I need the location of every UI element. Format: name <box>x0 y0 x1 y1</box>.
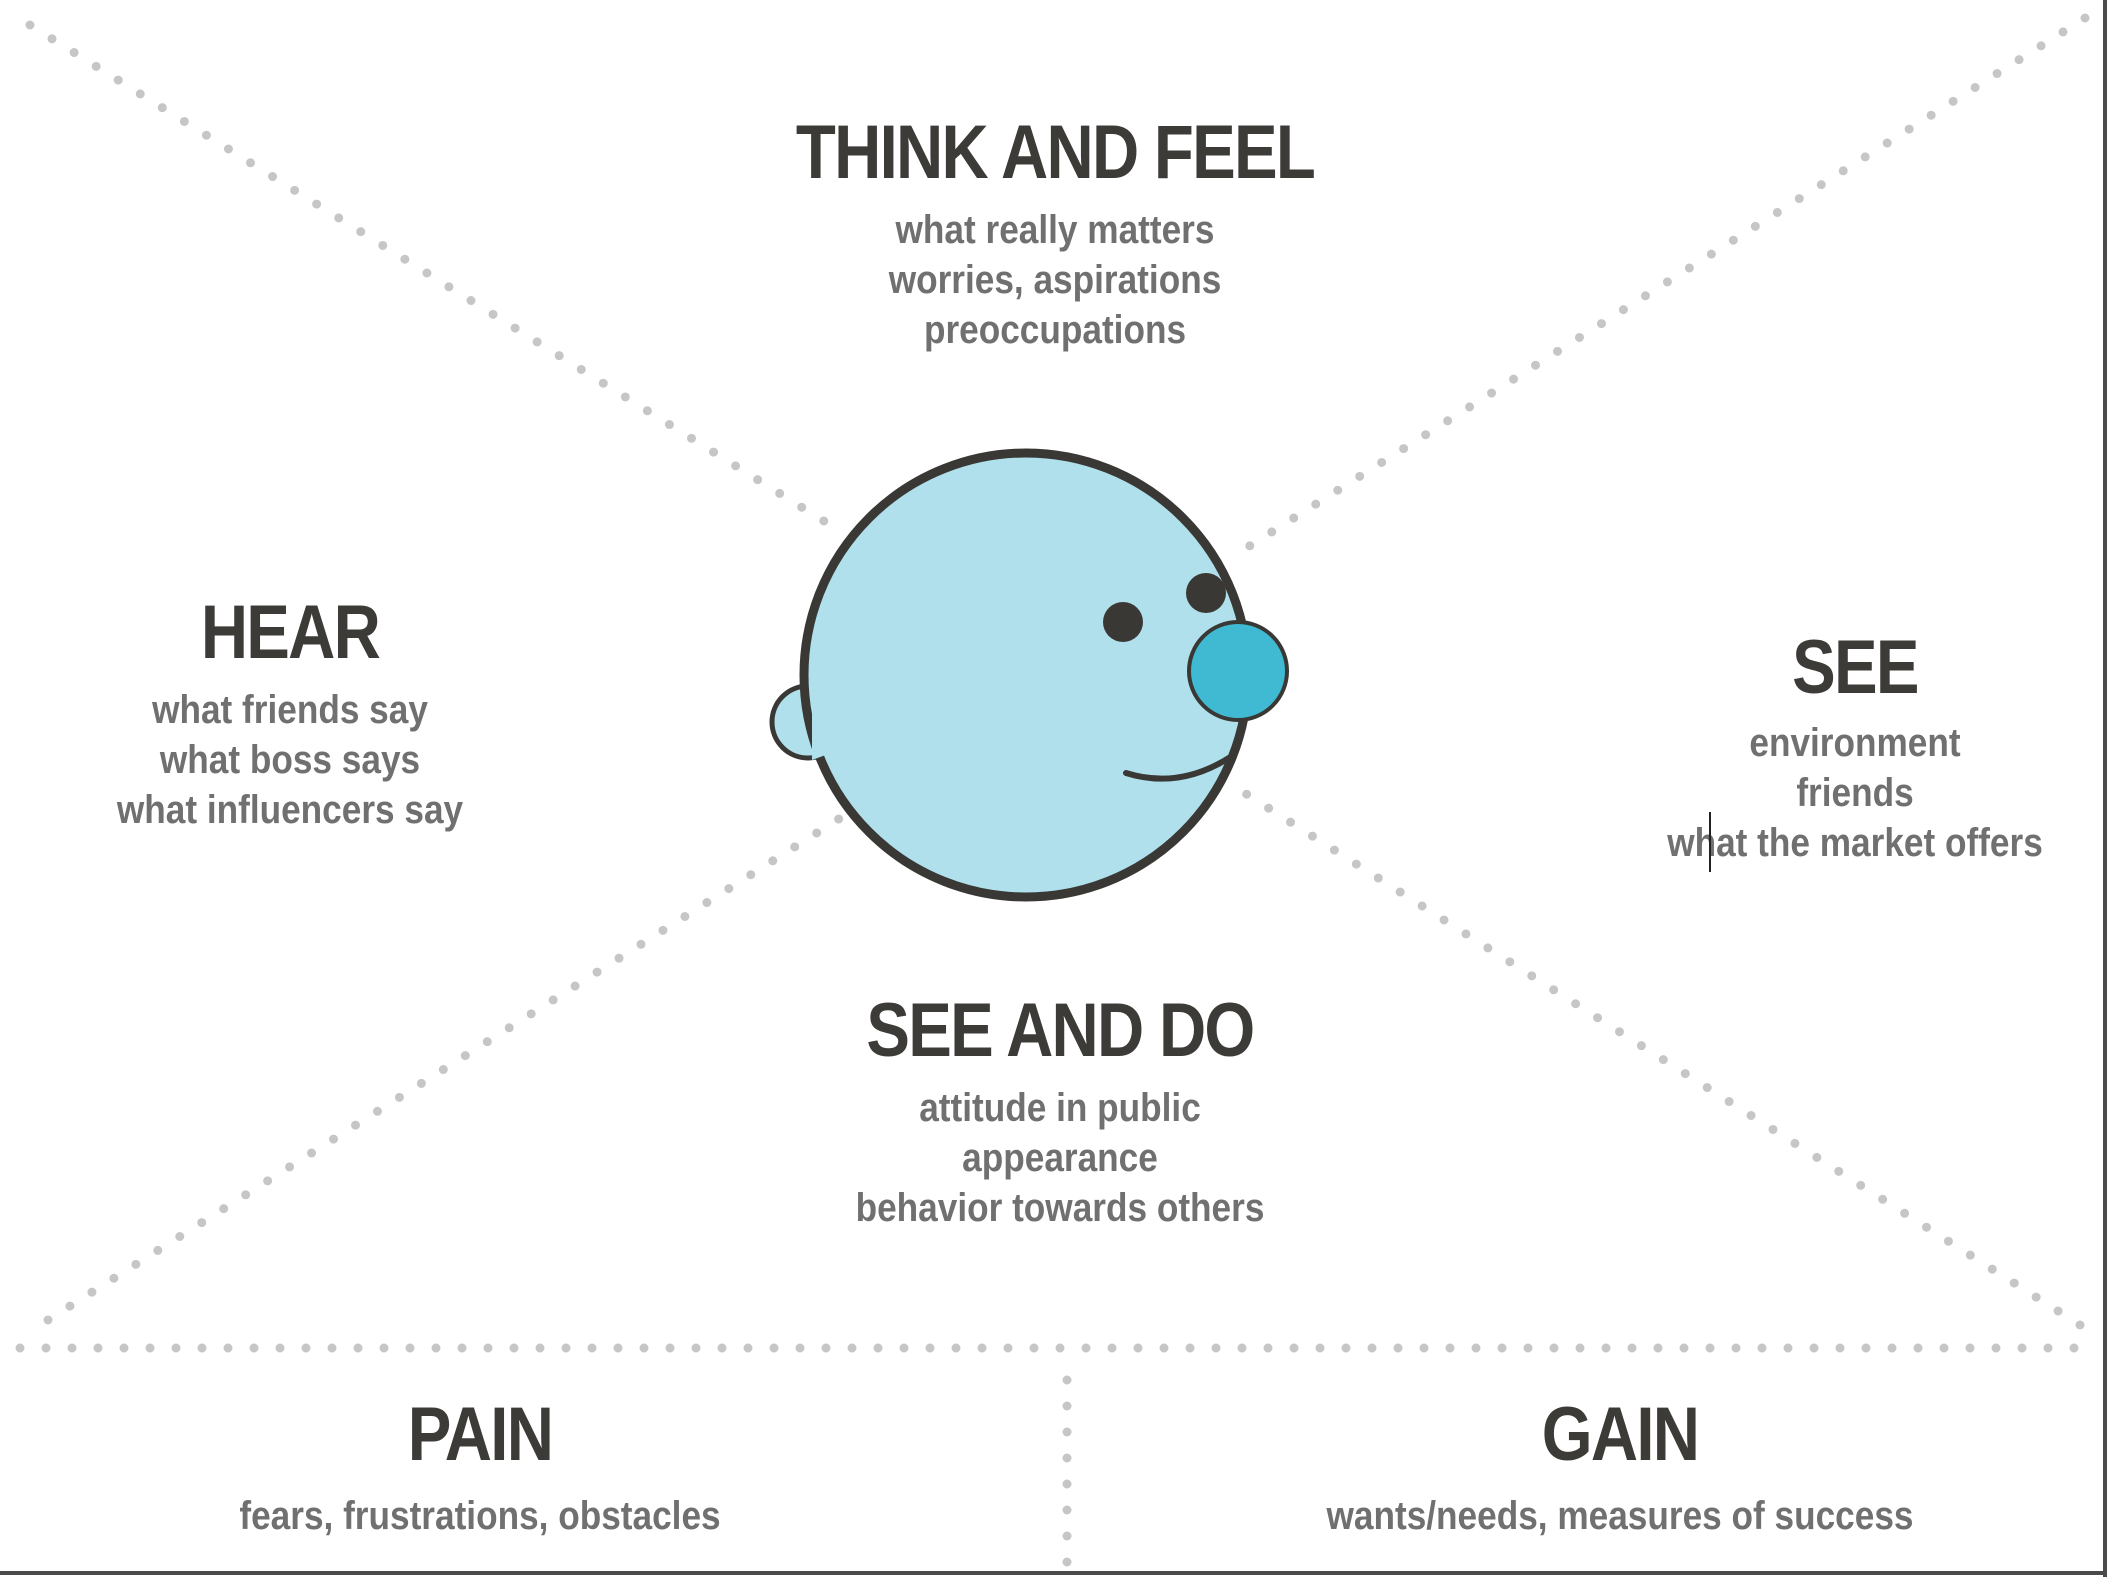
text-cursor <box>1709 812 1711 872</box>
frame-border-right <box>2103 0 2107 1577</box>
description-line: appearance <box>962 1136 1158 1180</box>
ear-inner-fill <box>812 695 845 760</box>
divider-bottom-left <box>43 810 850 1325</box>
description-line: what friends say <box>152 688 428 732</box>
smile-icon <box>1123 753 1235 782</box>
think-and-feel-description: what really matters worries, aspirations… <box>703 205 1407 355</box>
gain-description: wants/needs, measures of success <box>1268 1491 1972 1541</box>
eye-right-icon <box>1186 573 1226 613</box>
description-line: what the market offers <box>1667 821 2043 865</box>
think-and-feel-title: THINK AND FEEL <box>795 110 1316 195</box>
nose-icon <box>1187 620 1289 722</box>
description-line: environment <box>1749 721 1961 765</box>
description-line: friends <box>1796 771 1914 815</box>
gain-section: GAIN wants/needs, measures of success <box>1220 1397 2020 1541</box>
think-and-feel-section: THINK AND FEEL what really matters worri… <box>655 115 1455 355</box>
pain-title: PAIN <box>407 1392 554 1477</box>
eye-left-icon <box>1103 602 1143 642</box>
description-line: wants/needs, measures of success <box>1326 1494 1914 1538</box>
see-and-do-title: SEE AND DO <box>866 988 1255 1073</box>
description-line: preoccupations <box>923 308 1187 352</box>
pain-description: fears, frustrations, obstacles <box>128 1491 832 1541</box>
dotted-divider-lines <box>15 13 2095 1575</box>
description-line: what influencers say <box>116 788 464 832</box>
see-and-do-section: SEE AND DO attitude in public appearance… <box>660 993 1460 1233</box>
hear-title: HEAR <box>200 590 381 675</box>
divider-top-right <box>1235 13 2090 557</box>
see-title: SEE <box>1792 625 1919 710</box>
divider-top-left <box>25 20 840 533</box>
description-line: what really matters <box>895 208 1215 252</box>
see-and-do-description: attitude in public appearance behavior t… <box>708 1083 1412 1233</box>
hear-section: HEAR what friends say what boss says wha… <box>0 595 580 835</box>
see-section: SEE environment friends what the market … <box>1555 630 2112 868</box>
see-description[interactable]: environment friends what the market offe… <box>1591 718 2112 868</box>
gain-title: GAIN <box>1541 1392 1700 1477</box>
description-line: attitude in public <box>919 1086 1201 1130</box>
hear-description: what friends say what boss says what inf… <box>35 685 545 835</box>
frame-border-bottom <box>0 1571 2107 1575</box>
pain-section: PAIN fears, frustrations, obstacles <box>80 1397 880 1541</box>
description-line: fears, frustrations, obstacles <box>239 1494 721 1538</box>
description-line: what boss says <box>159 738 421 782</box>
description-line: worries, aspirations <box>888 258 1222 302</box>
divider-bottom-right <box>1235 785 2085 1330</box>
head-face-icon <box>799 448 1253 902</box>
description-line: behavior towards others <box>855 1186 1265 1230</box>
persona-head-icon <box>769 448 1289 902</box>
